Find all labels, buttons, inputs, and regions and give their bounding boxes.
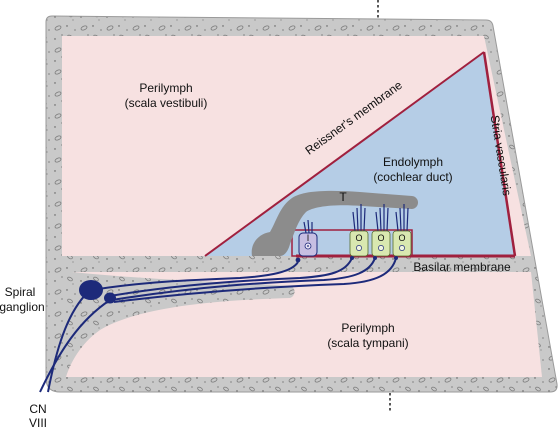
- label-cn: CN: [29, 402, 46, 416]
- outer-hair-cell-2: [371, 230, 391, 257]
- label-tectorial: T: [339, 190, 347, 204]
- label-outer-hair-cell-2: O: [377, 233, 384, 243]
- cochlear-duct-region: [205, 52, 515, 256]
- stereocilia: [303, 204, 409, 234]
- label-ganglion: ganglion: [0, 300, 45, 314]
- label-outer-hair-cell-1: O: [355, 233, 362, 243]
- label-spiral: Spiral: [5, 285, 36, 299]
- reissners-membrane: [204, 51, 485, 257]
- label-endolymph: Endolymph: [383, 155, 443, 169]
- label-scala-tympani: (scala tympani): [327, 336, 408, 350]
- stria-vascularis: [482, 51, 517, 257]
- label-perilymph-bottom: Perilymph: [341, 321, 394, 335]
- outer-hair-cell-3: [392, 230, 412, 257]
- osseous-spiral-lamina: [62, 256, 295, 272]
- label-outer-hair-cell-3: O: [398, 233, 405, 243]
- outer-hair-cell-1: [349, 230, 369, 257]
- label-viii: VIII: [29, 416, 47, 430]
- label-inner-hair-cell: I: [307, 233, 310, 243]
- label-basilar-membrane: Basilar membrane: [413, 260, 511, 274]
- spiral-ganglion-cell-small: [104, 292, 116, 304]
- label-cochlear-duct: (cochlear duct): [373, 170, 452, 184]
- tectorial-membrane: [251, 190, 418, 256]
- label-perilymph-top: Perilymph: [139, 81, 192, 95]
- label-scala-vestibuli: (scala vestibuli): [125, 96, 208, 110]
- spiral-ganglion-cell-large: [79, 280, 103, 300]
- cochlear-nerve-fibers: [39, 257, 397, 393]
